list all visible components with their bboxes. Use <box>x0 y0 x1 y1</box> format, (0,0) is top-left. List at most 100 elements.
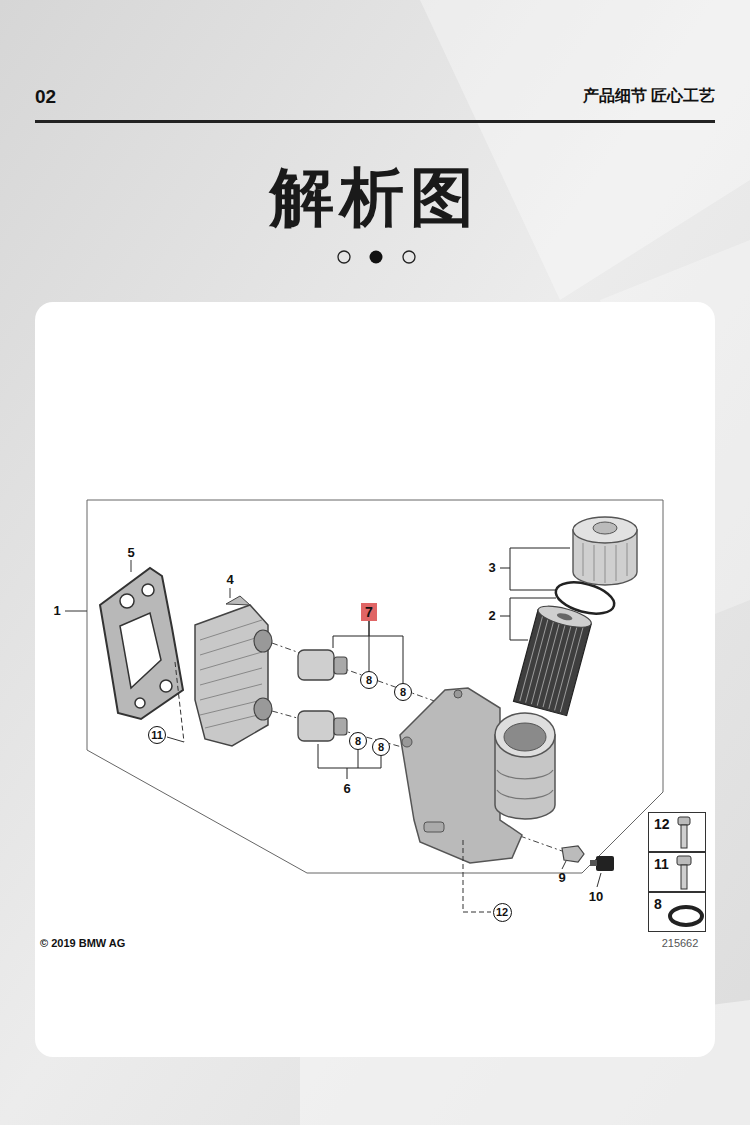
section-heading: 产品细节 匠心工艺 <box>583 87 715 105</box>
sensor-and-switch <box>562 861 566 869</box>
gasket <box>135 698 145 708</box>
callout-number: 8 <box>366 675 372 686</box>
callout-number: 8 <box>355 736 361 747</box>
gasket <box>160 680 172 692</box>
legend-box: 11 <box>648 852 706 892</box>
gasket <box>131 560 132 572</box>
white-card <box>35 302 715 1057</box>
page-dots <box>338 251 350 263</box>
filter-cap <box>583 543 627 583</box>
assembly-outline <box>65 611 87 612</box>
copyright-note: © 2019 BMW AG <box>40 937 125 949</box>
gasket <box>100 568 183 719</box>
thermostat-valves <box>298 650 334 680</box>
brackets <box>333 636 369 648</box>
gasket <box>100 560 184 742</box>
thermostat-valves <box>334 718 347 735</box>
callout-number: 4 <box>226 573 233 587</box>
axis-lines <box>520 836 562 851</box>
assembly-outline <box>87 500 663 873</box>
legend-box: 12 <box>648 812 706 852</box>
legend-parts <box>681 865 687 889</box>
callout-number: 9 <box>558 871 565 885</box>
page-dots <box>338 251 415 264</box>
callout-number: 10 <box>589 890 603 904</box>
oil-cooler <box>200 620 262 728</box>
callout-box: 7 <box>361 603 377 621</box>
callout-number: 11 <box>654 857 669 871</box>
callout-number: 7 <box>365 605 373 619</box>
page-background <box>420 0 750 300</box>
filter-housing <box>495 713 555 757</box>
axis-lines <box>272 711 420 752</box>
thermostat-valves <box>298 711 334 741</box>
callout-circle: 8 <box>394 683 412 701</box>
diagram-id: 215662 <box>662 937 699 949</box>
callout-number: 8 <box>378 742 384 753</box>
oil-filter <box>556 612 573 622</box>
oil-cooler <box>230 588 231 598</box>
filter-housing <box>463 840 491 912</box>
leader-line <box>369 621 370 671</box>
legend-parts <box>678 817 690 825</box>
callout-number: 8 <box>654 897 662 911</box>
callout-circle: 8 <box>360 671 378 689</box>
callout-circle: 11 <box>148 726 166 744</box>
filter-cap <box>573 517 637 543</box>
gasket <box>142 584 154 596</box>
oil-filter <box>513 602 593 716</box>
legend-box: 8 <box>648 892 706 932</box>
callout-circle: 12 <box>493 903 512 922</box>
oil-cooler <box>195 605 268 746</box>
filter-housing <box>504 723 546 751</box>
callout-number: 11 <box>151 730 163 741</box>
filter-housing <box>400 688 555 912</box>
sensor-and-switch <box>562 846 614 887</box>
assembly-outline <box>65 500 663 873</box>
oil-cooler <box>254 698 272 720</box>
filter-cap <box>593 522 617 534</box>
thermostat-valves <box>298 650 347 741</box>
legend-parts <box>670 817 702 925</box>
sensor-and-switch <box>597 873 601 887</box>
callout-number: 2 <box>488 609 495 623</box>
sensor-and-switch <box>562 846 584 862</box>
oil-filter <box>520 614 584 712</box>
oil-cooler <box>195 588 272 746</box>
gasket <box>167 737 184 742</box>
legend-parts <box>677 856 691 865</box>
gasket <box>120 613 161 688</box>
sensor-and-switch <box>596 856 614 871</box>
white-card <box>35 302 715 1057</box>
callout-number: 12 <box>654 817 670 831</box>
legend-parts <box>681 825 687 848</box>
thermostat-valves <box>334 657 347 674</box>
callout-number: 3 <box>488 561 495 575</box>
oil-filter <box>536 602 593 632</box>
legend-parts <box>670 907 702 925</box>
callout-circle: 8 <box>372 738 390 756</box>
filter-housing <box>402 737 412 747</box>
header-rule <box>35 120 715 123</box>
brackets <box>500 548 570 590</box>
filter-cap <box>573 517 637 585</box>
callout-number: 1 <box>53 604 60 618</box>
oil-cooler <box>254 630 272 652</box>
page-dots <box>403 251 415 263</box>
page-dots <box>370 251 383 264</box>
callout-circle: 8 <box>349 732 367 750</box>
filter-housing <box>497 770 553 799</box>
sensor-and-switch <box>590 860 597 866</box>
gasket <box>120 594 134 608</box>
callout-number: 5 <box>127 546 134 560</box>
gasket <box>175 662 184 742</box>
callout-number: 8 <box>400 687 406 698</box>
callout-number: 6 <box>343 782 350 796</box>
axis-lines <box>272 643 440 703</box>
page-number: 02 <box>35 87 56 108</box>
filter-housing <box>424 822 444 832</box>
filter-housing <box>454 690 462 698</box>
